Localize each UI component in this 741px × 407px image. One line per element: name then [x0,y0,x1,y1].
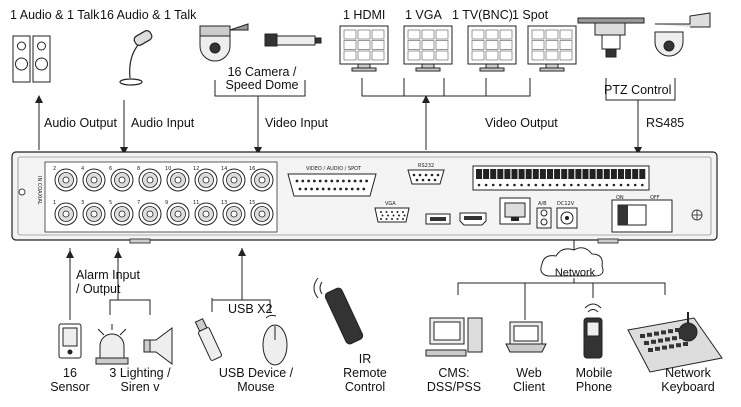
web-client-label: Web Client [513,366,545,394]
bnc-channel-number: 2 [53,166,56,172]
speaker-icon [12,35,51,83]
bnc-connector: 6 [109,166,134,192]
bnc-channel-number: 4 [81,166,84,172]
bnc-channel-number: 5 [109,200,112,206]
bnc-connector: 5 [109,200,134,226]
box-camera-icon [264,33,322,47]
audio-input-label: Audio Input [131,116,195,130]
sensor-label: 16 Sensor [50,366,90,394]
usb-label: USB X2 [228,302,273,316]
usb-stick-icon [194,318,223,361]
audio-talk-16-label: 16 Audio & 1 Talk [100,8,197,22]
mobile-phone-label: Mobile Phone [575,366,613,394]
camera-label: 16 Camera / Speed Dome [225,65,299,92]
panel-label-ab: A/B [538,201,547,207]
alarm-light-icon [95,324,129,365]
bnc-channel-number: 1 [53,200,56,206]
ir-remote-icon [313,277,364,345]
panel-label-dc: DC12V [557,201,575,207]
audio-output-label: Audio Output [44,116,117,130]
network-keyboard-label: Network Keyboard [661,366,715,394]
mouse-icon [262,314,288,366]
bnc-connector: 4 [81,166,106,192]
bnc-connector: 3 [81,200,106,226]
tv-label: 1 TV(BNC) [452,8,513,22]
bnc-channel-number: 6 [109,166,112,172]
vga-monitor-icon [403,25,453,72]
bnc-connector: 15 [249,200,274,226]
network-cloud-icon [540,247,604,277]
laptop-icon [505,321,547,353]
bnc-channel-number: 15 [249,200,255,206]
panel-label-vga: VGA [385,201,396,207]
bnc-channel-number: 13 [221,200,227,206]
panel-label-on: ON [616,195,624,201]
ptz-label: PTZ Control [604,83,672,97]
desktop-pc-icon [425,317,483,357]
microphone-icon [119,30,153,86]
bnc-connector: 2 [53,166,78,192]
siren-icon [143,327,173,365]
tv-monitor-icon [467,25,517,72]
panel-label-off: OFF [650,195,660,201]
video-output-label: Video Output [485,116,558,130]
bnc-channel-number: 7 [137,200,140,206]
network-keyboard-icon [627,312,723,373]
bnc-channel-number: 9 [165,200,168,206]
alarm-label: Alarm Input / Output [76,268,140,296]
spot-monitor-icon [527,25,577,72]
bnc-channel-number: 14 [221,166,227,172]
audio-talk-label: 1 Audio & 1 Talk [10,8,100,22]
ptz-camera-icon [577,12,711,58]
bnc-channel-number: 8 [137,166,140,172]
bnc-connector: 1 [53,200,78,226]
bnc-connector: 9 [165,200,190,226]
cms-label: CMS: DSS/PSS [426,366,482,394]
bnc-connector: 7 [137,200,162,226]
hdmi-label: 1 HDMI [343,8,386,22]
bnc-connector: 11 [193,200,218,226]
video-input-label: Video Input [265,116,329,130]
panel-label-video-audio-spot: VIDEO / AUDIO / SPOT [306,166,362,172]
bnc-connector: 12 [193,166,218,192]
bnc-connector: 14 [221,166,246,192]
spot-label: 1 Spot [512,8,549,22]
panel-label-rs232: RS232 [418,163,434,169]
panel-label-in-coaxial: IN COAXIAL [36,176,42,205]
bnc-channel-number: 12 [193,166,199,172]
bnc-connector: 10 [165,166,190,192]
bnc-connector: 8 [137,166,162,192]
ir-remote-label: IR Remote Control [343,352,387,394]
bnc-connector: 13 [221,200,246,226]
speed-dome-camera-icon [199,23,249,62]
mobile-phone-icon [583,303,603,359]
bnc-channel-number: 11 [193,200,199,206]
bnc-channel-number: 16 [249,166,255,172]
vga-label: 1 VGA [405,8,442,22]
bnc-connector: 16 [249,166,274,192]
rs485-label: RS485 [646,116,685,130]
bnc-channel-number: 3 [81,200,84,206]
sensor-icon [58,323,82,359]
arrowheads [35,95,642,258]
usb-device-label: USB Device / Mouse [218,366,294,394]
bnc-channel-number: 10 [165,166,171,172]
lighting-label: 3 Lighting / Siren v [109,366,171,394]
network-label: Network [554,267,596,279]
hdmi-monitor-icon [339,25,389,72]
